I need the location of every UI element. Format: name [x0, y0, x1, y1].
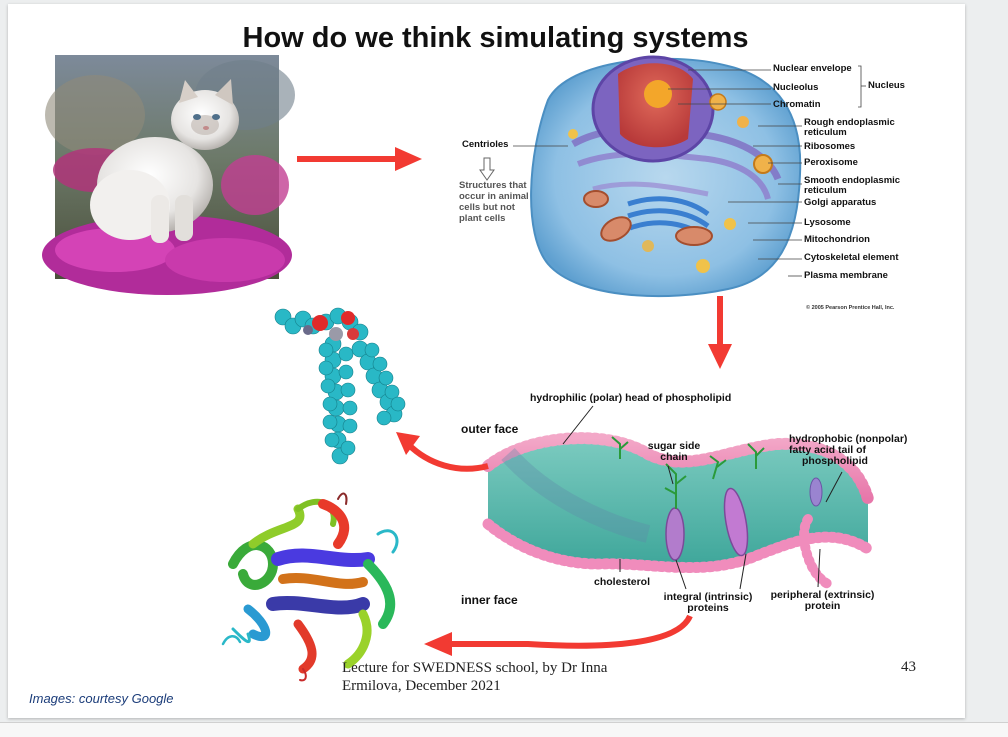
label-sugar-1: sugar side — [647, 440, 701, 452]
label-cytoskeletal: Cytoskeletal element — [804, 252, 899, 263]
label-cholesterol: cholesterol — [594, 576, 651, 588]
slide-footer: Lecture for SWEDNESS school, by Dr Inna … — [342, 659, 672, 695]
label-integral-1: integral (intrinsic) — [663, 591, 753, 603]
note-line-2: occur in animal — [459, 191, 529, 202]
label-hydrophobic-1: hydrophobic (nonpolar) — [789, 433, 908, 445]
label-integral-2: proteins — [687, 602, 729, 614]
phospholipid-model — [274, 307, 406, 465]
label-peripheral-1: peripheral (extrinsic) — [770, 589, 875, 601]
slide-title: How do we think simulating systems — [242, 22, 749, 54]
label-nuclear-envelope: Nuclear envelope — [773, 63, 852, 74]
label-smooth-er-2: reticulum — [804, 185, 847, 196]
label-ribosomes: Ribosomes — [804, 141, 856, 152]
label-sugar-2: chain — [660, 451, 688, 463]
label-lysosome: Lysosome — [804, 217, 851, 228]
note-line-1: Structures that — [459, 180, 527, 191]
next-page-edge — [0, 722, 1008, 737]
label-peripheral-2: protein — [804, 600, 841, 612]
footer-line-2: Ermilova, December 2021 — [342, 678, 501, 694]
label-golgi: Golgi apparatus — [804, 197, 877, 208]
footer-line-1: Lecture for SWEDNESS school, by Dr Inna — [342, 660, 608, 676]
label-plasma-membrane: Plasma membrane — [804, 270, 888, 281]
image-credit: Images: courtesy Google — [29, 691, 174, 706]
protein-ribbon — [221, 492, 399, 682]
copyright-note: © 2005 Pearson Prentice Hall, Inc. — [806, 305, 895, 311]
slide-page: How do we think simulating systems — [8, 4, 965, 718]
label-smooth-er-1: Smooth endoplasmic — [804, 175, 901, 186]
label-outer-face: outer face — [461, 422, 519, 436]
label-peroxisome: Peroxisome — [804, 157, 858, 168]
page-number: 43 — [901, 659, 916, 675]
label-rough-er-1: Rough endoplasmic — [804, 117, 895, 128]
label-nucleolus: Nucleolus — [773, 82, 819, 93]
label-nucleus: Nucleus — [868, 80, 905, 91]
label-hydrophobic-2: fatty acid tail of — [789, 444, 867, 456]
label-inner-face: inner face — [461, 593, 518, 607]
label-centrioles: Centrioles — [462, 139, 509, 150]
label-chromatin: Chromatin — [773, 99, 821, 110]
label-hydrophobic-3: phospholipid — [802, 455, 868, 467]
note-line-3: cells but not — [459, 202, 515, 213]
label-rough-er-2: reticulum — [804, 127, 847, 138]
label-mitochondrion: Mitochondrion — [804, 234, 870, 245]
note-line-4: plant cells — [459, 213, 506, 224]
label-hydrophilic: hydrophilic (polar) head of phospholipid — [530, 392, 732, 404]
